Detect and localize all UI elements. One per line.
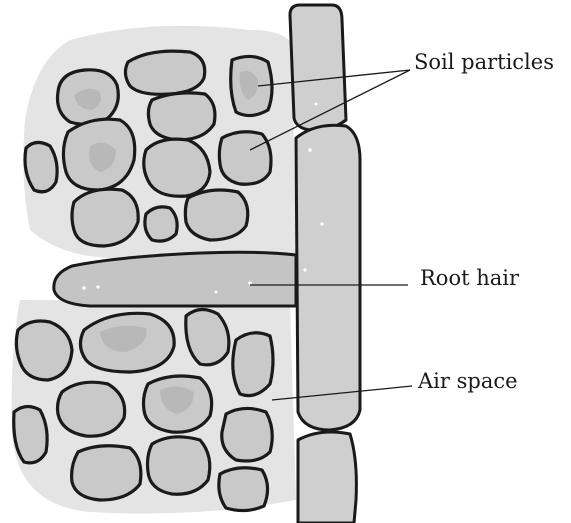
label-soil-particles: Soil particles xyxy=(414,50,554,74)
label-root-hair: Root hair xyxy=(420,266,520,290)
label-air-space: Air space xyxy=(417,369,518,393)
root-hair-shape xyxy=(54,252,296,306)
root-epidermis-cells xyxy=(290,5,360,523)
